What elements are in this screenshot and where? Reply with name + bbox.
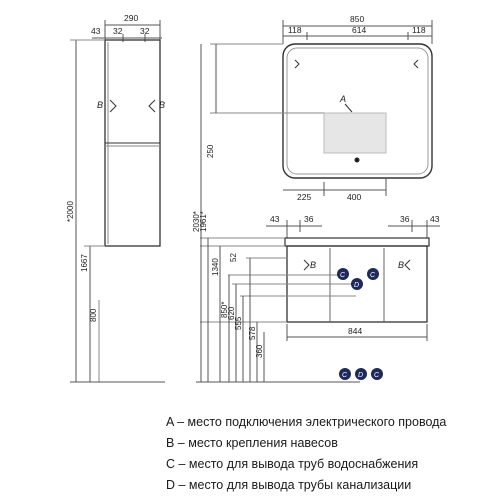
cabinet-marker-c-right: C: [370, 272, 376, 279]
mirror-outlet-label: A: [339, 94, 346, 104]
cabinet-height-850: 850*: [220, 302, 229, 318]
switch-dot: [354, 157, 360, 163]
cabinet-dim-left-1: 43: [270, 214, 280, 224]
mirror-segment-mid: 614: [352, 25, 366, 35]
side-height-1667: 1667: [80, 254, 89, 272]
cabinet-height-360: 360: [255, 344, 264, 358]
mirror-segment-left: 118: [288, 25, 302, 35]
cabinet-marker-d: D: [354, 282, 359, 289]
cabinet-dim-left-2: 36: [304, 214, 314, 224]
cabinet-height-1961: 1961*: [199, 211, 208, 232]
floor-markers: [339, 368, 383, 380]
side-mount-label-right: B: [159, 100, 165, 110]
side-width-part-2: 32: [113, 26, 123, 36]
mirror-panel-width: 400: [347, 192, 361, 202]
cabinet-label-b-right: B: [398, 260, 404, 270]
side-width-part-3: 32: [140, 26, 150, 36]
mirror-offset-left: 225: [297, 192, 311, 202]
cabinet-view: [196, 44, 440, 383]
side-width-total: 290: [124, 13, 138, 23]
side-height-2000: *2000: [66, 201, 75, 222]
cabinet-height-52: 52: [229, 253, 238, 262]
cabinet-dim-right-1: 36: [400, 214, 410, 224]
side-view: [70, 20, 165, 383]
cabinet-dim-right-2: 43: [430, 214, 440, 224]
mirror-view: [210, 20, 433, 196]
floor-marker-c-right: C: [374, 372, 380, 379]
side-height-800: 800: [89, 308, 98, 322]
mirror-width-total: 850: [350, 14, 364, 24]
side-mount-label-left: B: [97, 100, 103, 110]
cabinet-height-620: 620: [227, 306, 236, 320]
cabinet-height-555: 555: [234, 316, 243, 330]
legend-item-b: B – место крепления навесов: [166, 436, 338, 450]
cabinet-inner-width: 844: [348, 326, 362, 336]
side-width-part-1: 43: [91, 26, 101, 36]
cabinet-markers: [337, 268, 379, 290]
cabinet-marker-c-left: C: [340, 272, 346, 279]
legend-item-a: A – место подключения электрического про…: [166, 415, 447, 429]
legend-item-c: C – место для вывода труб водоснабжения: [166, 457, 419, 471]
cabinet-height-578: 578: [248, 326, 257, 340]
legend: A – место подключения электрического про…: [166, 412, 496, 496]
cabinet-height-2030: 2030*: [192, 211, 201, 232]
cabinet-height-1340: 1340: [211, 258, 220, 276]
floor-marker-d: D: [358, 372, 363, 379]
floor-marker-c-left: C: [342, 372, 348, 379]
legend-item-d: D – место для вывода трубы канализации: [166, 478, 412, 492]
mirror-height-250: 250: [206, 144, 215, 158]
mirror-segment-right: 118: [412, 25, 426, 35]
cabinet-label-b-left: B: [310, 260, 316, 270]
